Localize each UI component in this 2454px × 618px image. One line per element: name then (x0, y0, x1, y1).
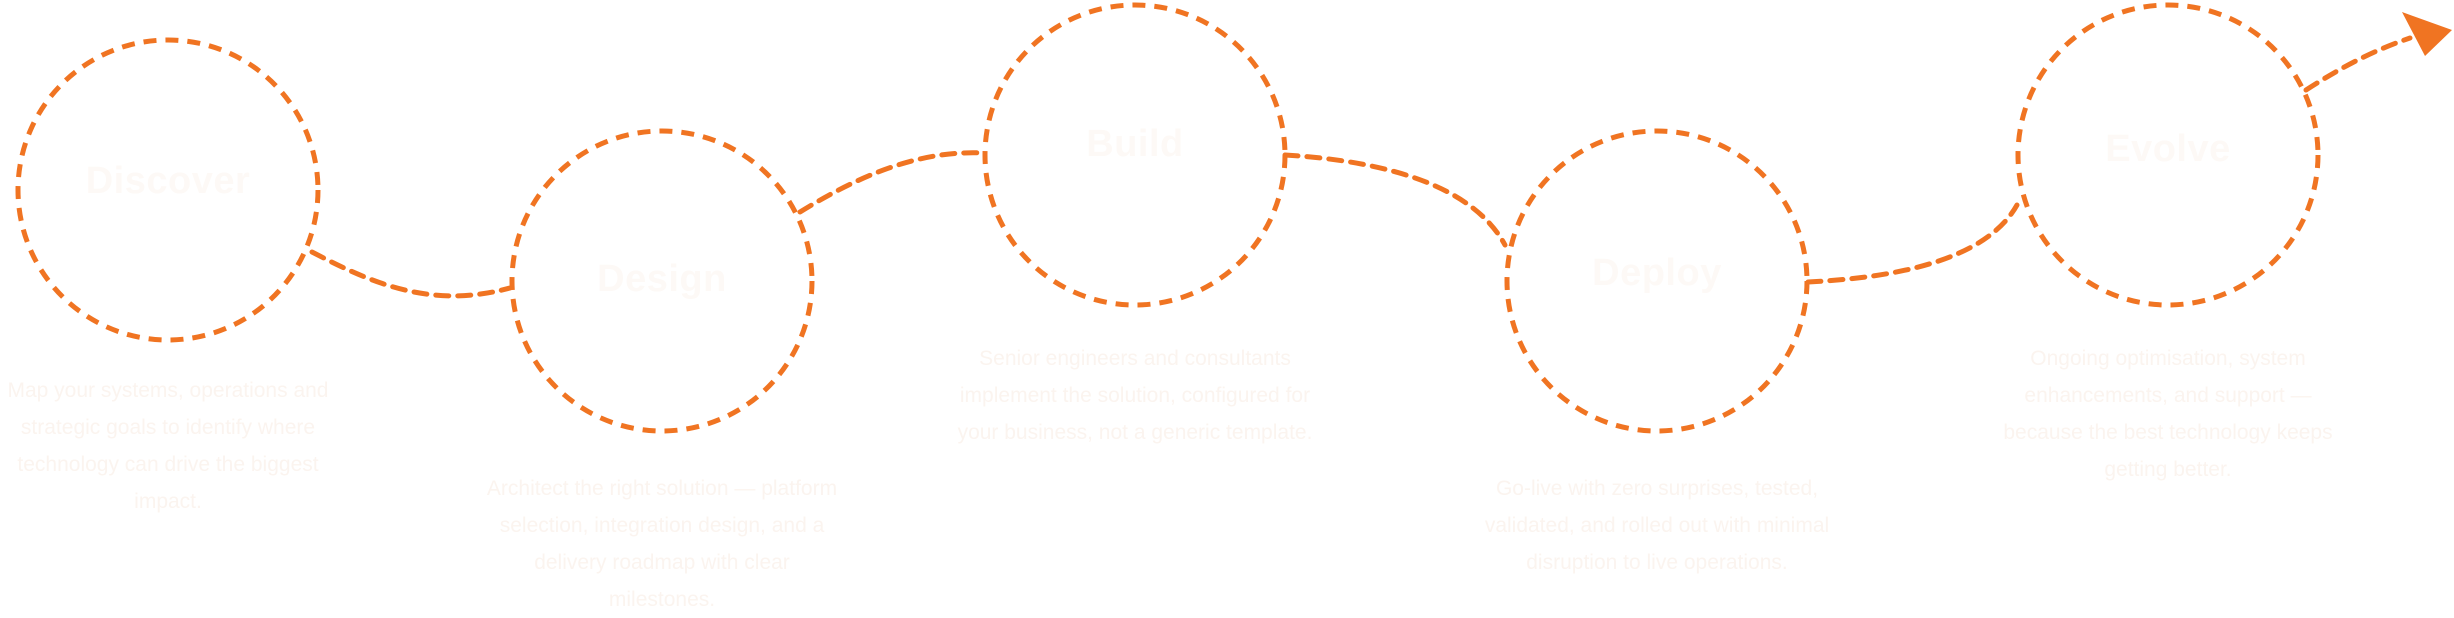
step-circle-evolve (2015, 2, 2321, 308)
step-circle-discover (15, 37, 321, 343)
step-title-design: Design (597, 258, 727, 300)
step-circle-deploy (1504, 128, 1810, 434)
connector-discover-design (309, 249, 513, 299)
step-title-build: Build (1086, 123, 1184, 165)
step-description-discover: Map your systems, operations and strateg… (7, 379, 329, 513)
step-title-discover: Discover (85, 160, 251, 202)
connector-build-deploy (1282, 152, 1508, 248)
connector-evolve-arrow (2303, 35, 2413, 93)
arrow-head-icon (2402, 12, 2452, 56)
step-title-deploy: Deploy (1592, 252, 1722, 294)
step-circle-build (982, 2, 1288, 308)
step-title-evolve: Evolve (2105, 128, 2231, 170)
step-description-evolve: Ongoing optimisation, system enhancement… (2003, 347, 2333, 481)
connector-design-build (797, 150, 986, 215)
connector-deploy-evolve (1805, 202, 2020, 285)
step-description-deploy: Go-live with zero surprises, tested, val… (1484, 477, 1830, 574)
step-description-build: Senior engineers and consultants impleme… (957, 347, 1313, 444)
step-circle-design (509, 128, 815, 434)
step-description-design: Architect the right solution — platform … (486, 477, 838, 611)
